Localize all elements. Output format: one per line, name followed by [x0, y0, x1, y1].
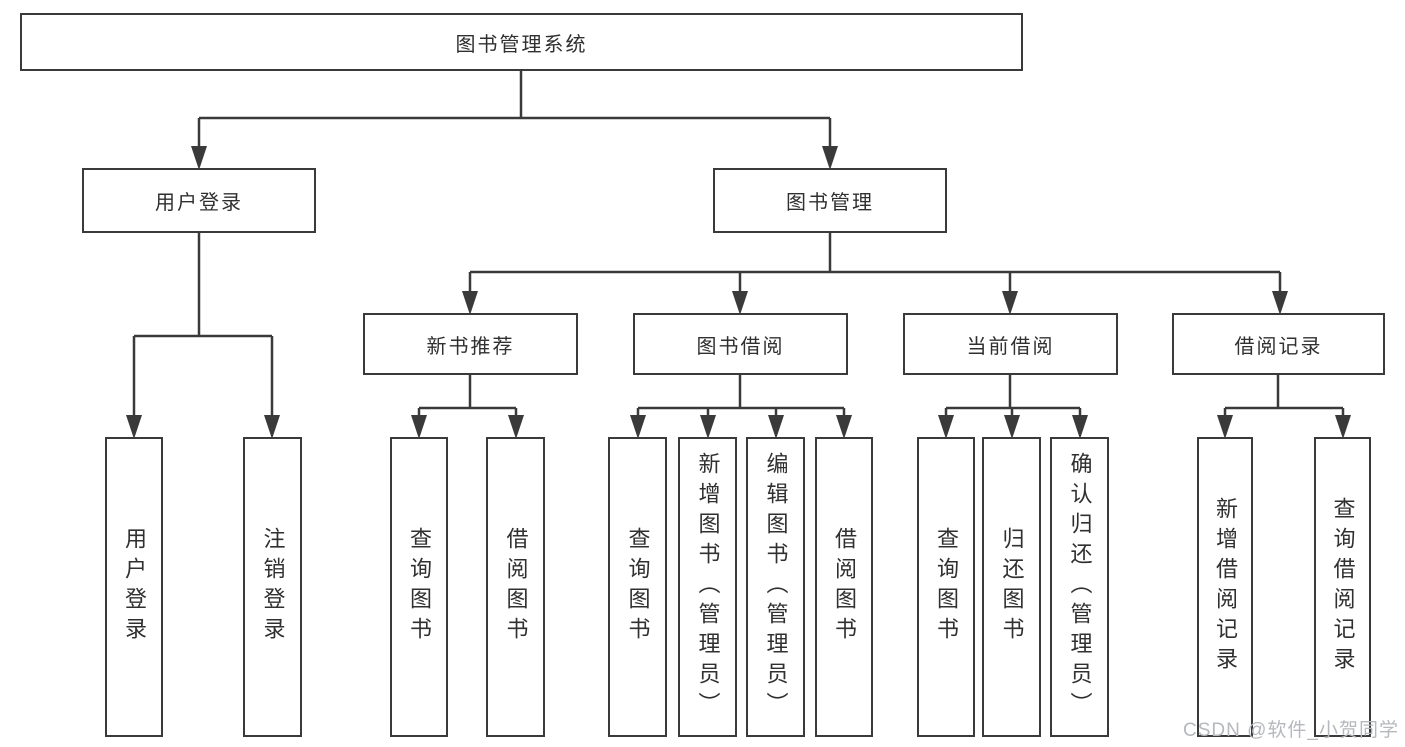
- node-user-login: 用户登录: [82, 168, 316, 233]
- node-book-borrow-label: 图书借阅: [696, 335, 785, 358]
- leaf-borrow-add-books-admin: 新增图书（管理员）: [678, 437, 737, 737]
- leaf-current-return-books-label: 归还图书: [999, 527, 1025, 647]
- leaf-borrow-edit-books-admin-label: 编辑图书（管理员）: [763, 452, 789, 722]
- leaf-current-return-books: 归还图书: [982, 437, 1041, 737]
- leaf-user-login: 用户登录: [105, 437, 163, 737]
- leaf-records-query-record-label: 查询借阅记录: [1330, 497, 1356, 677]
- node-root-label: 图书管理系统: [455, 33, 588, 56]
- leaf-records-add-record-label: 新增借阅记录: [1213, 497, 1238, 677]
- node-current-borrow: 当前借阅: [903, 313, 1118, 375]
- node-book-management: 图书管理: [713, 168, 947, 233]
- leaf-recommend-query-books-label: 查询图书: [407, 527, 432, 647]
- node-new-book-recommend-label: 新书推荐: [426, 335, 515, 358]
- leaf-borrow-query-books: 查询图书: [608, 437, 667, 737]
- leaf-current-query-books: 查询图书: [917, 437, 975, 737]
- leaf-borrow-add-books-admin-label: 新增图书（管理员）: [695, 452, 721, 722]
- node-borrow-records: 借阅记录: [1172, 313, 1385, 375]
- leaf-borrow-query-books-label: 查询图书: [625, 527, 651, 647]
- leaf-recommend-query-books: 查询图书: [390, 437, 448, 737]
- leaf-borrow-edit-books-admin: 编辑图书（管理员）: [746, 437, 805, 737]
- node-book-management-label: 图书管理: [786, 192, 874, 214]
- leaf-logout-label: 注销登录: [260, 527, 286, 647]
- leaf-user-login-label: 用户登录: [122, 527, 147, 647]
- node-user-login-label: 用户登录: [155, 192, 243, 214]
- node-root: 图书管理系统: [20, 13, 1023, 71]
- leaf-recommend-borrow-books-label: 借阅图书: [503, 527, 529, 647]
- leaf-logout: 注销登录: [243, 437, 302, 737]
- leaf-current-confirm-return-admin-label: 确认归还（管理员）: [1067, 452, 1093, 722]
- leaf-current-confirm-return-admin: 确认归还（管理员）: [1050, 437, 1109, 737]
- leaf-records-add-record: 新增借阅记录: [1197, 437, 1253, 737]
- node-current-borrow-label: 当前借阅: [966, 335, 1055, 358]
- csdn-watermark: CSDN @软件_小贺同学: [1183, 720, 1399, 741]
- leaf-borrow-borrow-books-label: 借阅图书: [832, 527, 857, 647]
- node-borrow-records-label: 借阅记录: [1234, 335, 1323, 358]
- leaf-current-query-books-label: 查询图书: [934, 527, 959, 647]
- leaf-records-query-record: 查询借阅记录: [1314, 437, 1371, 737]
- leaf-recommend-borrow-books: 借阅图书: [486, 437, 545, 737]
- node-book-borrow: 图书借阅: [633, 313, 848, 375]
- leaf-borrow-borrow-books: 借阅图书: [815, 437, 873, 737]
- node-new-book-recommend: 新书推荐: [363, 313, 578, 375]
